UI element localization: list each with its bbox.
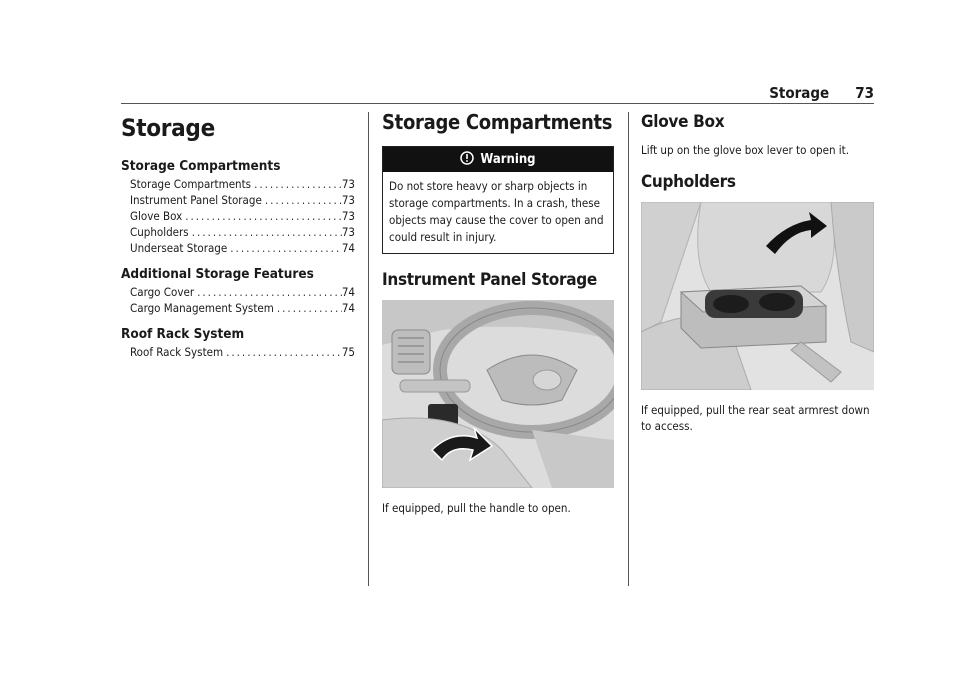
chapter-title: Storage — [121, 114, 215, 142]
running-header: Storage 73 — [740, 84, 874, 102]
toc-group: Storage Compartments Storage Compartment… — [121, 158, 355, 256]
toc-entry-label: Cupholders — [130, 225, 189, 239]
warning-icon — [460, 150, 475, 169]
instrument-panel-illustration — [382, 300, 614, 488]
toc-entry-label: Storage Compartments — [130, 177, 252, 191]
toc-entry-page: 74 — [341, 301, 355, 315]
storage-compartments-column: Storage Compartments Warning Do not stor… — [382, 110, 614, 526]
toc-entry[interactable]: Roof Rack System 75 — [121, 344, 355, 360]
toc-entry-page: 75 — [341, 345, 355, 359]
toc-group: Additional Storage Features Cargo Cover 7… — [121, 266, 355, 316]
cupholders-heading: Cupholders — [641, 172, 736, 192]
header-rule — [121, 103, 874, 104]
toc-entry-page: 74 — [341, 285, 355, 299]
toc-entry-label: Glove Box — [130, 209, 183, 223]
toc-leader — [182, 208, 342, 224]
toc-entry[interactable]: Cupholders 73 — [121, 224, 355, 240]
instrument-panel-caption: If equipped, pull the handle to open. — [382, 501, 571, 515]
warning-text: Do not store heavy or sharp objects in s… — [389, 179, 604, 244]
toc-entry-label: Underseat Storage — [130, 241, 228, 255]
subsection-heading: Instrument Panel Storage — [382, 270, 597, 290]
toc-entry[interactable]: Cargo Management System 74 — [121, 300, 355, 316]
toc-group-title: Additional Storage Features — [121, 266, 314, 282]
toc-entry[interactable]: Storage Compartments 73 — [121, 176, 355, 192]
cupholders-text: If equipped, pull the rear seat armrest … — [641, 403, 870, 433]
toc-entry-page: 73 — [341, 225, 355, 239]
column-divider-2 — [628, 112, 629, 586]
toc-entry-label: Roof Rack System — [130, 345, 224, 359]
toc-entry[interactable]: Instrument Panel Storage 73 — [121, 192, 355, 208]
column-divider-1 — [368, 112, 369, 586]
page-number: 73 — [855, 84, 874, 102]
toc-column: Storage Storage Compartments Storage Com… — [121, 110, 355, 370]
section-heading: Storage Compartments — [382, 110, 613, 134]
toc-entry[interactable]: Underseat Storage 74 — [121, 240, 355, 256]
warning-box: Warning Do not store heavy or sharp obje… — [382, 146, 614, 254]
toc-entry-label: Instrument Panel Storage — [130, 193, 262, 207]
toc-group-title: Storage Compartments — [121, 158, 281, 174]
toc-entry-page: 73 — [341, 177, 355, 191]
toc-entry-page: 74 — [341, 241, 355, 255]
toc-entry-page: 73 — [341, 193, 355, 207]
toc-entry-label: Cargo Cover — [130, 285, 195, 299]
toc-group: Roof Rack System Roof Rack System 75 — [121, 326, 355, 360]
toc-entry-label: Cargo Management System — [130, 301, 274, 315]
toc-leader — [189, 224, 342, 240]
toc-entry-page: 73 — [341, 209, 355, 223]
toc-leader — [274, 300, 342, 316]
warning-label: Warning — [480, 152, 536, 167]
glovebox-heading: Glove Box — [641, 112, 725, 132]
cupholders-illustration — [641, 202, 874, 390]
toc-leader — [262, 192, 342, 208]
warning-header: Warning — [383, 147, 613, 172]
glovebox-text: Lift up on the glove box lever to open i… — [641, 143, 850, 157]
toc-leader — [227, 240, 342, 256]
running-header-section: Storage — [769, 84, 830, 102]
toc-entry[interactable]: Cargo Cover 74 — [121, 284, 355, 300]
toc-group-title: Roof Rack System — [121, 326, 245, 342]
toc-leader — [223, 344, 342, 360]
toc-entry[interactable]: Glove Box 73 — [121, 208, 355, 224]
toc-leader — [251, 176, 342, 192]
toc-leader — [194, 284, 342, 300]
glovebox-cupholders-column: Glove Box Lift up on the glove box lever… — [641, 110, 874, 444]
